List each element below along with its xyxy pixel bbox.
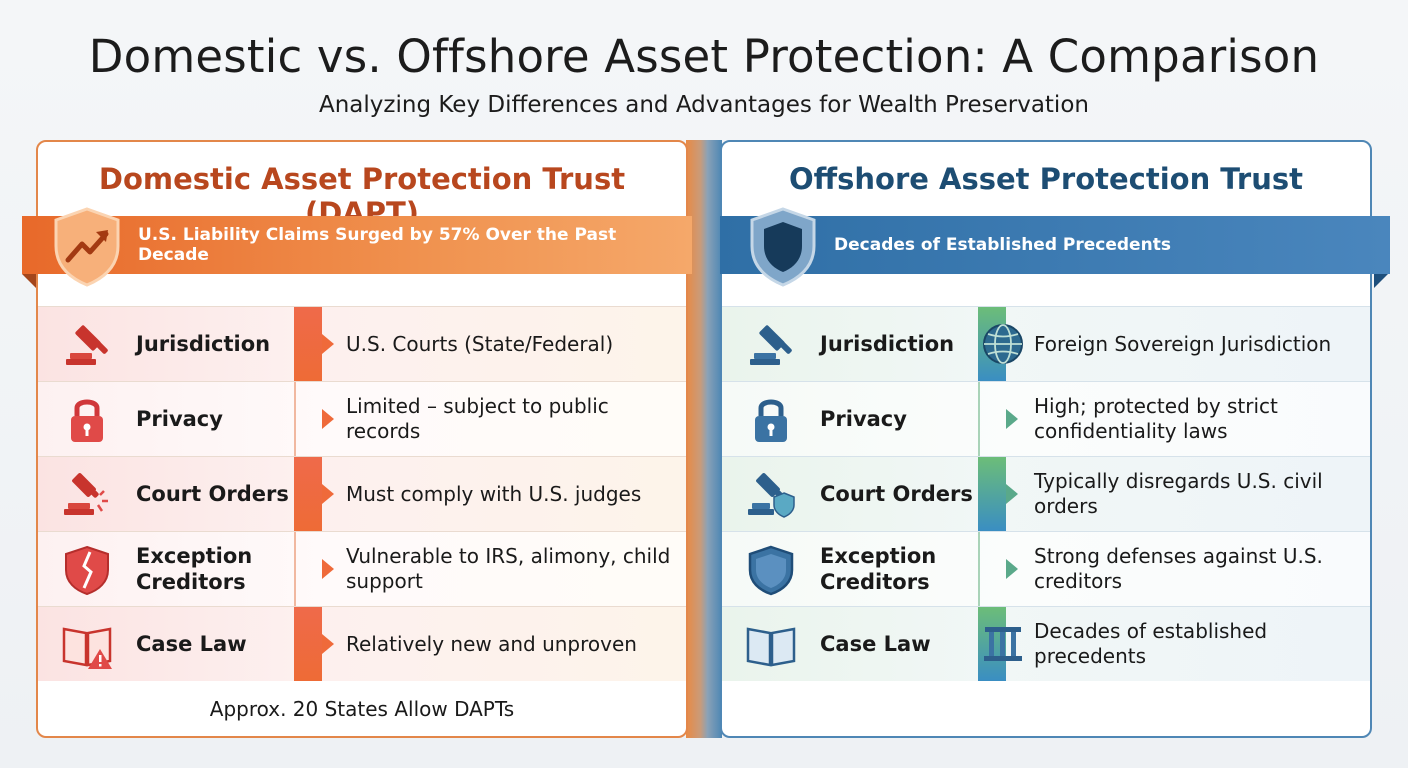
row-value: Typically disregards U.S. civil orders xyxy=(1034,469,1323,518)
law-book-icon xyxy=(746,627,796,667)
padlock-icon xyxy=(71,399,103,442)
offshore-rows: Jurisdiction Foreign Sovereign Jurisdict… xyxy=(722,306,1370,681)
row-marker xyxy=(978,457,1006,531)
row-value: U.S. Courts (State/Federal) xyxy=(346,331,614,356)
gavel-shield-icon xyxy=(748,473,795,518)
row-value: Vulnerable to IRS, alimony, child suppor… xyxy=(346,544,671,593)
table-row: Case Law Relatively new and unproven xyxy=(38,606,686,681)
row-label: Exception Creditors xyxy=(136,544,253,594)
shield-icon xyxy=(748,545,794,596)
broken-shield-icon xyxy=(65,545,109,596)
globe-icon xyxy=(983,324,1023,364)
page-title: Domestic vs. Offshore Asset Protection: … xyxy=(88,30,1320,83)
offshore-banner-text: Decades of Established Precedents xyxy=(834,235,1171,255)
row-marker-tip xyxy=(322,409,334,429)
offshore-banner-fold xyxy=(1374,274,1388,288)
column-icon xyxy=(984,627,1022,661)
row-marker xyxy=(294,307,322,381)
offshore-banner: Decades of Established Precedents xyxy=(720,216,1390,274)
row-marker-tip xyxy=(322,334,334,354)
row-marker xyxy=(294,607,322,681)
table-row: Privacy High; protected by strict confid… xyxy=(722,381,1370,456)
row-marker xyxy=(294,382,296,456)
table-row: Case Law Decades of established preceden… xyxy=(722,606,1370,681)
domestic-banner-fold xyxy=(22,274,36,288)
row-value: High; protected by strict confidentialit… xyxy=(1034,394,1278,443)
row-label: Court Orders xyxy=(820,482,973,506)
law-book-icon xyxy=(62,627,112,669)
row-label: Jurisdiction xyxy=(136,332,271,356)
gavel-icon xyxy=(750,325,792,365)
offshore-panel: Offshore Asset Protection Trust Decades … xyxy=(720,140,1390,738)
row-value: Limited – subject to public records xyxy=(346,394,609,443)
row-marker-tip xyxy=(1006,409,1018,429)
table-row: Jurisdiction Foreign Sovereign Jurisdict… xyxy=(722,306,1370,381)
offshore-panel-title: Offshore Asset Protection Trust xyxy=(789,162,1303,196)
shield-trend-up-icon xyxy=(54,207,120,287)
table-row: Exception Creditors Strong defenses agai… xyxy=(722,531,1370,606)
domestic-rows: Jurisdiction U.S. Courts (State/Federal)… xyxy=(38,306,686,681)
table-row: Exception Creditors Vulnerable to IRS, a… xyxy=(38,531,686,606)
row-value: Foreign Sovereign Jurisdiction xyxy=(1034,331,1332,356)
row-value: Relatively new and unproven xyxy=(346,631,637,656)
row-marker xyxy=(294,532,296,606)
padlock-icon xyxy=(755,399,787,442)
row-label: Privacy xyxy=(136,407,223,431)
table-row: Court Orders Must comply with U.S. judge… xyxy=(38,456,686,531)
row-label: Exception Creditors xyxy=(820,544,937,594)
row-marker-tip xyxy=(322,484,334,504)
domestic-panel: Domestic Asset Protection Trust (DAPT) U… xyxy=(22,140,692,738)
row-marker xyxy=(294,457,322,531)
shield-icon xyxy=(750,207,816,287)
row-label: Case Law xyxy=(136,632,247,656)
row-value: Strong defenses against U.S. creditors xyxy=(1034,544,1323,593)
row-marker xyxy=(978,532,980,606)
row-marker-tip xyxy=(322,634,334,654)
table-row: Privacy Limited – subject to public reco… xyxy=(38,381,686,456)
row-value: Decades of established precedents xyxy=(1034,619,1268,668)
row-label: Case Law xyxy=(820,632,931,656)
domestic-panel-title: Domestic Asset Protection Trust (DAPT) xyxy=(98,162,626,230)
broken-gavel-icon xyxy=(64,473,108,515)
row-label: Privacy xyxy=(820,407,907,431)
page-subtitle: Analyzing Key Differences and Advantages… xyxy=(319,92,1089,118)
domestic-banner-text: U.S. Liability Claims Surged by 57% Over… xyxy=(138,225,617,265)
domestic-banner: U.S. Liability Claims Surged by 57% Over… xyxy=(22,216,692,274)
row-marker-tip xyxy=(322,559,334,579)
row-marker xyxy=(978,382,980,456)
row-label: Jurisdiction xyxy=(820,332,955,356)
row-label: Court Orders xyxy=(136,482,289,506)
domestic-footer-note: Approx. 20 States Allow DAPTs xyxy=(209,697,515,721)
gavel-icon xyxy=(66,325,108,365)
table-row: Jurisdiction U.S. Courts (State/Federal) xyxy=(38,306,686,381)
row-value: Must comply with U.S. judges xyxy=(346,481,642,506)
row-marker-tip xyxy=(1006,559,1018,579)
row-marker-tip xyxy=(1006,484,1018,504)
center-divider xyxy=(686,140,722,738)
table-row: Court Orders Typically disregards U.S. c… xyxy=(722,456,1370,531)
